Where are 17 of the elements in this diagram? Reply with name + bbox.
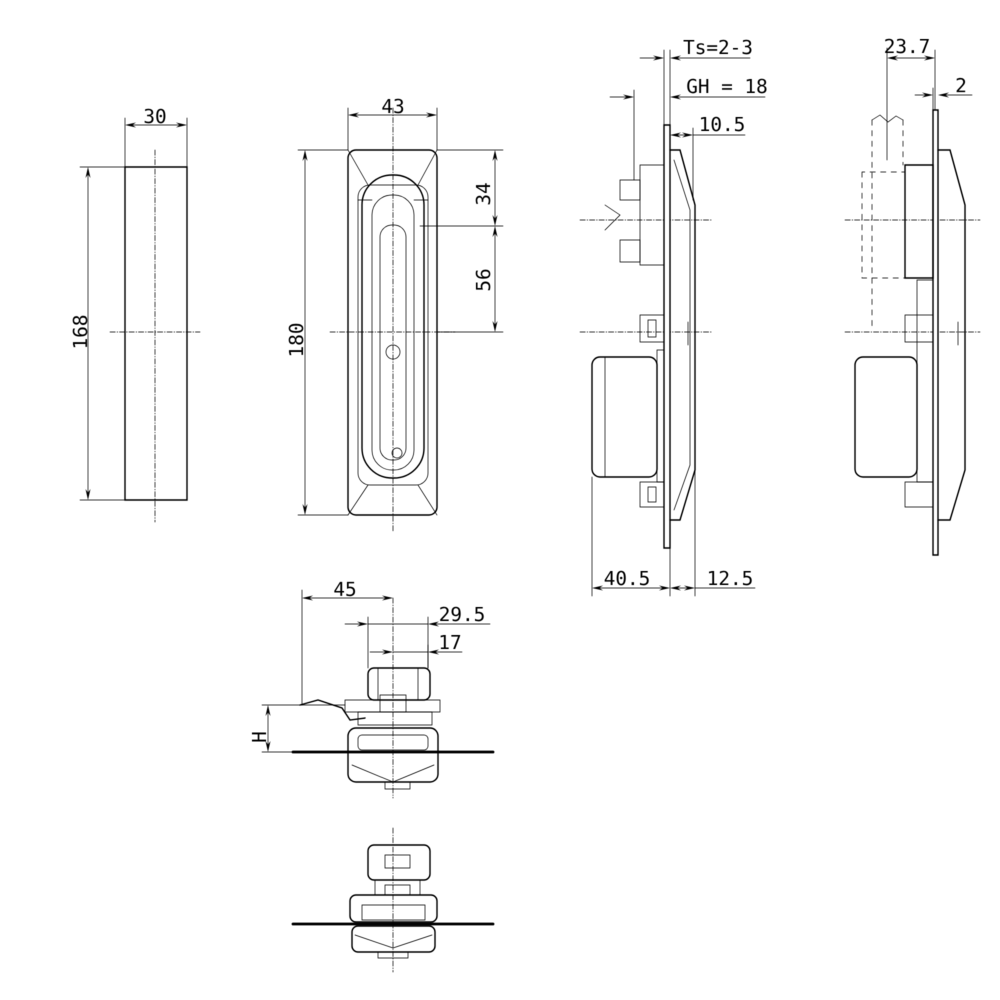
dimension-label: 40.5 <box>604 570 649 586</box>
dimension-label: 43 <box>382 98 404 114</box>
dimension-label: Ts=2-3 <box>684 40 752 54</box>
dimension-label: 17 <box>440 634 460 650</box>
dimension-label: 12.5 <box>709 570 752 586</box>
dimension-label: H <box>252 732 266 742</box>
dimension-label: 29.5 <box>440 606 484 622</box>
dimension-label: 168 <box>72 316 88 348</box>
dimension-label: 10.5 <box>701 116 744 132</box>
dimension-label: 2 <box>956 78 966 92</box>
dimension-label: 30 <box>144 108 166 124</box>
dimension-label: 34 <box>476 183 490 204</box>
dimension-label: GH = 18 <box>687 78 766 94</box>
dimension-label: 23.7 <box>885 38 929 54</box>
dimension-label: 180 <box>288 324 304 356</box>
dimension-label: 45 <box>334 582 356 596</box>
dimension-label: 56 <box>476 270 490 290</box>
